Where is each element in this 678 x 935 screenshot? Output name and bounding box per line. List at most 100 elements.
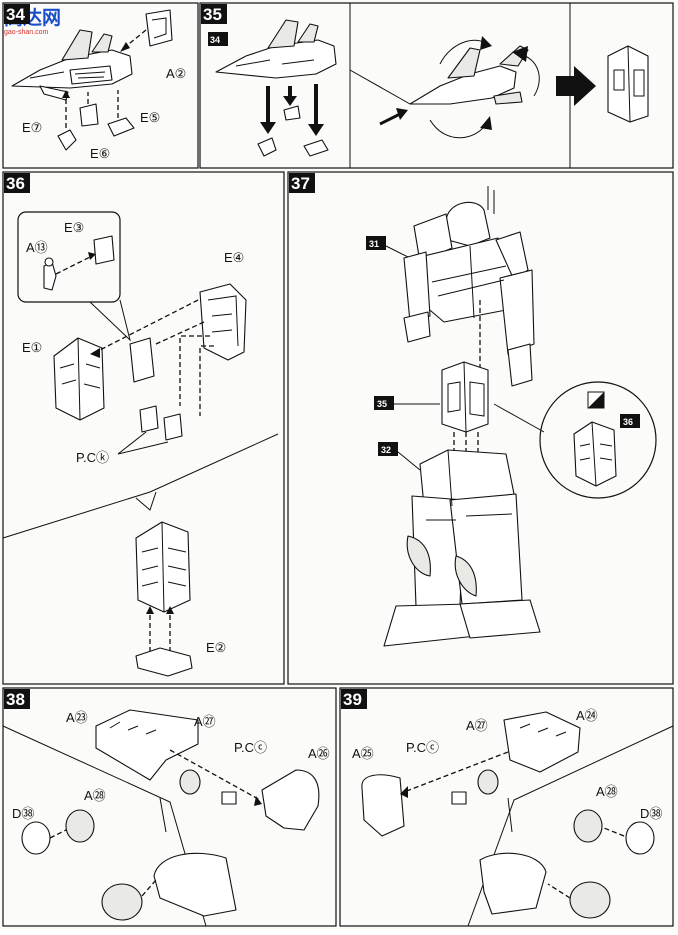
label-a13: A⑬	[26, 240, 48, 255]
step-36-number: 36	[6, 174, 25, 193]
step-37-panel: 37 31 35	[287, 171, 674, 685]
part-pck-pieces	[139, 405, 183, 441]
core-fighter-illustration	[11, 29, 133, 101]
label-e6: E⑥	[90, 146, 110, 161]
part-e2-piece	[135, 647, 193, 677]
label-e1: E①	[22, 340, 42, 355]
part-e6-piece	[79, 103, 99, 127]
assembled-chest-illustration	[135, 521, 191, 613]
label-d38: D㊳	[640, 806, 662, 821]
step-34-frame	[2, 2, 199, 169]
label-d38: D㊳	[12, 806, 34, 821]
label-pcc: P.Cⓒ	[234, 740, 267, 755]
part-a23-piece	[95, 709, 199, 781]
label-a28: A㉘	[84, 788, 106, 803]
label-a26: A㉖	[308, 746, 330, 761]
step-35-panel: 35 34	[199, 2, 674, 169]
label-pcc: P.Cⓒ	[406, 740, 439, 755]
sticker-icon	[587, 391, 605, 409]
ref-32-box	[378, 442, 398, 456]
label-pck: P.Cⓚ	[76, 450, 109, 465]
arrow-a2	[123, 29, 147, 49]
part-d38-piece	[21, 821, 51, 855]
part-a26-piece	[261, 769, 320, 831]
step-34-panel: 34 A② E⑦ E⑥	[2, 2, 199, 169]
part-e4-piece	[199, 283, 247, 361]
part-a28-piece	[65, 809, 95, 843]
result-arrow	[556, 66, 596, 106]
lower-assembly-38	[101, 852, 237, 921]
label-e7: E⑦	[22, 120, 42, 135]
step-39-panel: 39 A㉔ A㉗ P.Cⓒ A㉕ A㉘ D㊳	[339, 687, 674, 927]
label-a25: A㉕	[352, 746, 374, 761]
ref-34-box	[208, 32, 228, 46]
step-35-badge	[201, 4, 227, 24]
step-34-badge	[4, 4, 30, 24]
step-37-frame	[287, 171, 674, 685]
part-pcc-piece	[221, 791, 237, 805]
fighter-assembled-illustration	[215, 19, 337, 79]
step-37-number: 37	[291, 174, 310, 193]
part-e5-piece	[107, 117, 135, 137]
label-a28: A㉘	[596, 784, 618, 799]
step-39-frame	[339, 687, 674, 927]
label-a23: A㉓	[66, 710, 88, 725]
label-a2: A②	[166, 66, 186, 81]
label-a27: A㉗	[194, 714, 216, 729]
watermark-sub: gao-shan.com	[4, 29, 49, 36]
ref-34-label: 34	[210, 35, 220, 45]
label-e5: E⑤	[140, 110, 160, 125]
part-a27-piece	[179, 769, 201, 795]
lower-assembly-39	[479, 852, 611, 919]
step-39-number: 39	[343, 690, 362, 709]
part-e1-piece	[53, 337, 105, 421]
step-36-panel: 36 E③ A⑬ E④ E①	[2, 171, 285, 685]
arrow-39-upper	[403, 751, 509, 793]
folded-block-illustration	[607, 45, 649, 123]
part-a2-piece	[145, 9, 173, 47]
part-e7-piece	[57, 129, 77, 151]
part-a27-piece-39	[477, 769, 499, 795]
ref-31-box	[366, 236, 386, 250]
step-38-frame	[2, 687, 337, 927]
ref-36-label: 36	[623, 417, 633, 427]
arrow-38-upper	[169, 749, 261, 801]
part-e3-mid-piece	[129, 337, 155, 383]
arrow-a13	[55, 255, 93, 275]
step-35-frame	[199, 2, 674, 169]
lower-body-illustration	[383, 449, 541, 647]
part-a28-piece-39	[573, 809, 603, 843]
step-39-badge	[341, 689, 367, 709]
block-36-illustration	[573, 421, 617, 487]
label-e4: E④	[224, 250, 244, 265]
step-36-frame	[2, 171, 285, 685]
block-35-illustration	[441, 361, 489, 433]
step-34-number: 34	[6, 5, 25, 24]
callout-circle	[539, 381, 657, 499]
ref-32-label: 32	[381, 445, 391, 455]
ref-35-label: 35	[377, 399, 387, 409]
ref-31-label: 31	[369, 239, 379, 249]
step-38-panel: 38 A㉓ A㉗ P.Cⓒ A㉖ D㊳ A㉘	[2, 687, 337, 927]
step-37-badge	[289, 173, 315, 193]
move-arrows	[260, 84, 324, 136]
label-a24: A㉔	[576, 708, 598, 723]
step-38-number: 38	[6, 690, 25, 709]
part-e3-piece	[93, 235, 115, 265]
part-a24-piece	[503, 711, 581, 773]
step-38-badge	[4, 689, 30, 709]
arrow-e4-e1	[95, 299, 199, 353]
fighter-transform-illustration	[409, 45, 529, 105]
ref-36-box	[620, 414, 640, 428]
ref-35-box	[374, 396, 394, 410]
part-pcc-piece-39	[451, 791, 467, 805]
part-d38-piece-39	[625, 821, 655, 855]
upper-body-illustration	[403, 186, 535, 387]
part-a25-piece	[361, 774, 405, 837]
pilot-figure-a13	[43, 257, 57, 291]
step-35-number: 35	[203, 5, 222, 24]
callout-box	[17, 211, 121, 303]
label-a27: A㉗	[466, 718, 488, 733]
